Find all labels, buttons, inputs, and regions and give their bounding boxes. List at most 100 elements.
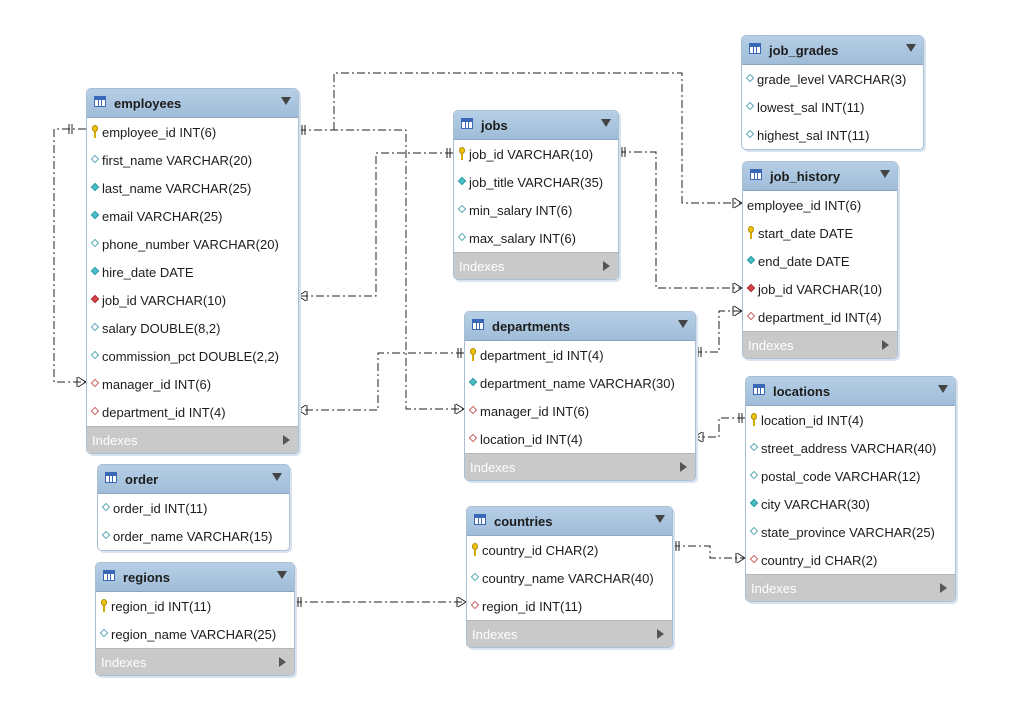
column-row[interactable]: commission_pct DOUBLE(2,2) [87,342,298,370]
column-icon [745,129,755,139]
column-row[interactable]: email VARCHAR(25) [87,202,298,230]
column-row[interactable]: postal_code VARCHAR(12) [746,462,955,490]
table-header[interactable]: job_history [743,162,897,191]
column-row[interactable]: last_name VARCHAR(25) [87,174,298,202]
column-row[interactable]: region_id INT(11) [96,592,294,620]
column-row[interactable]: lowest_sal INT(11) [742,93,923,121]
table-job-history[interactable]: job_history employee_id INT(6)start_date… [742,161,898,359]
column-row[interactable]: region_id INT(11) [467,592,672,620]
table-locations[interactable]: locations location_id INT(4)street_addre… [745,376,956,602]
chevron-down-icon[interactable] [272,473,282,481]
table-icon [753,384,765,395]
not-null-column-icon [90,210,100,220]
table-regions[interactable]: regions region_id INT(11) region_name VAR… [95,562,295,676]
column-row[interactable]: hire_date DATE [87,258,298,286]
not-null-column-icon [746,255,756,265]
expand-arrow-icon[interactable] [940,583,947,593]
table-header[interactable]: departments [465,312,695,341]
column-row[interactable]: start_date DATE [743,219,897,247]
column-row[interactable]: state_province VARCHAR(25) [746,518,955,546]
table-header[interactable]: employees [87,89,298,118]
table-order[interactable]: order order_id INT(11)order_name VARCHAR… [97,464,290,551]
indexes-row[interactable]: Indexes [743,331,897,358]
column-row[interactable]: end_date DATE [743,247,897,275]
column-row[interactable]: employee_id INT(6) [743,191,897,219]
chevron-down-icon[interactable] [277,571,287,579]
column-row[interactable]: first_name VARCHAR(20) [87,146,298,174]
column-row[interactable]: manager_id INT(6) [465,397,695,425]
column-row[interactable]: highest_sal INT(11) [742,121,923,149]
table-departments[interactable]: departments department_id INT(4)departme… [464,311,696,481]
column-row[interactable]: country_id CHAR(2) [746,546,955,574]
table-job-grades[interactable]: job_grades grade_level VARCHAR(3)lowest_… [741,35,924,150]
column-row[interactable]: order_id INT(11) [98,494,289,522]
foreign-key-not-null-icon [90,294,100,304]
table-employees[interactable]: employees employee_id INT(6)first_name V… [86,88,299,454]
expand-arrow-icon[interactable] [657,629,664,639]
table-name: order [125,472,159,487]
chevron-down-icon[interactable] [678,320,688,328]
column-row[interactable]: job_id VARCHAR(10) [743,275,897,303]
table-header[interactable]: jobs [454,111,618,140]
column-row[interactable]: phone_number VARCHAR(20) [87,230,298,258]
many-mark [732,305,743,317]
column-row[interactable]: job_title VARCHAR(35) [454,168,618,196]
column-row[interactable]: department_id INT(4) [465,341,695,369]
expand-arrow-icon[interactable] [279,657,286,667]
column-row[interactable]: country_id CHAR(2) [467,536,672,564]
chevron-down-icon[interactable] [938,385,948,393]
table-header[interactable]: countries [467,507,672,536]
indexes-row[interactable]: Indexes [746,574,955,601]
column-row[interactable]: region_name VARCHAR(25) [96,620,294,648]
table-header[interactable]: job_grades [742,36,923,65]
column-row[interactable]: street_address VARCHAR(40) [746,434,955,462]
column-row[interactable]: employee_id INT(6) [87,118,298,146]
table-header[interactable]: regions [96,563,294,592]
column-label: job_id VARCHAR(10) [102,293,227,308]
column-row[interactable]: job_id VARCHAR(10) [87,286,298,314]
column-row[interactable]: city VARCHAR(30) [746,490,955,518]
column-icon [749,470,759,480]
column-row[interactable]: location_id INT(4) [465,425,695,453]
chevron-down-icon[interactable] [906,44,916,52]
expand-arrow-icon[interactable] [680,462,687,472]
table-name: countries [494,514,553,529]
column-label: max_salary INT(6) [469,231,576,246]
column-row[interactable]: max_salary INT(6) [454,224,618,252]
indexes-row[interactable]: Indexes [87,426,298,453]
column-row[interactable]: job_id VARCHAR(10) [454,140,618,168]
column-row[interactable]: department_name VARCHAR(30) [465,369,695,397]
column-row[interactable]: order_name VARCHAR(15) [98,522,289,550]
expand-arrow-icon[interactable] [603,261,610,271]
column-row[interactable]: manager_id INT(6) [87,370,298,398]
indexes-row[interactable]: Indexes [465,453,695,480]
indexes-row[interactable]: Indexes [467,620,672,647]
indexes-row[interactable]: Indexes [454,252,618,279]
column-row[interactable]: country_name VARCHAR(40) [467,564,672,592]
table-countries[interactable]: countries country_id CHAR(2)country_name… [466,506,673,648]
column-label: region_id INT(11) [111,599,212,614]
primary-key-icon [472,543,478,556]
chevron-down-icon[interactable] [880,170,890,178]
column-label: postal_code VARCHAR(12) [761,469,921,484]
column-row[interactable]: department_id INT(4) [87,398,298,426]
chevron-down-icon[interactable] [655,515,665,523]
indexes-row[interactable]: Indexes [96,648,294,675]
foreign-key-icon [468,405,478,415]
column-label: city VARCHAR(30) [761,497,870,512]
column-row[interactable]: salary DOUBLE(8,2) [87,314,298,342]
chevron-down-icon[interactable] [601,119,611,127]
table-jobs[interactable]: jobs job_id VARCHAR(10)job_title VARCHAR… [453,110,619,280]
expand-arrow-icon[interactable] [882,340,889,350]
column-row[interactable]: min_salary INT(6) [454,196,618,224]
not-null-column-icon [90,182,100,192]
table-header[interactable]: order [98,465,289,494]
column-row[interactable]: location_id INT(4) [746,406,955,434]
table-name: locations [773,384,831,399]
column-row[interactable]: department_id INT(4) [743,303,897,331]
chevron-down-icon[interactable] [281,97,291,105]
table-header[interactable]: locations [746,377,955,406]
expand-arrow-icon[interactable] [283,435,290,445]
indexes-label: Indexes [472,627,518,642]
column-row[interactable]: grade_level VARCHAR(3) [742,65,923,93]
